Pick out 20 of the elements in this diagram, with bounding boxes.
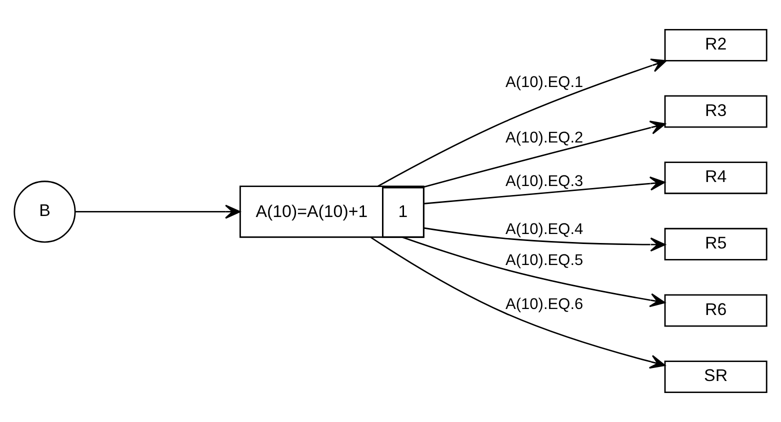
arrow <box>424 227 666 252</box>
arrow <box>378 58 667 187</box>
arrow <box>424 176 666 204</box>
edge-label: A(10).EQ.5 <box>506 252 584 270</box>
node-box: R4 <box>664 162 768 194</box>
arrow <box>370 236 666 369</box>
edge-label: A(10).EQ.4 <box>506 221 584 238</box>
edge-label: A(10).EQ.6 <box>506 296 584 313</box>
edge-label: A(10).EQ.3 <box>506 173 584 190</box>
node-box: R6 <box>664 294 768 327</box>
node-box: R2 <box>664 28 768 62</box>
node-box: SR <box>664 360 768 394</box>
node-box: R3 <box>664 95 768 128</box>
arrow <box>76 204 240 219</box>
node-circle: B <box>14 180 76 243</box>
edge-label: A(10).EQ.2 <box>506 129 584 146</box>
arrow <box>424 120 666 188</box>
arrow <box>402 236 666 308</box>
edge-label: A(10).EQ.1 <box>506 74 584 92</box>
node-box: R5 <box>664 228 768 260</box>
